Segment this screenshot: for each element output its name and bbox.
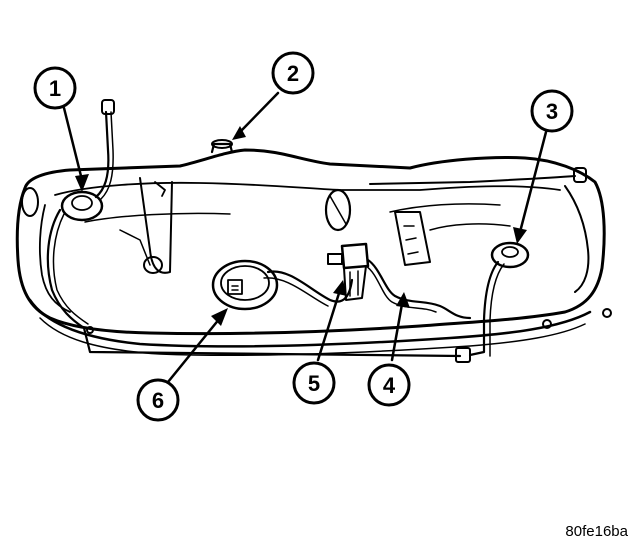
callout-3: 3	[530, 89, 574, 133]
svg-text:3: 3	[546, 99, 558, 124]
fuel-fill-fitting	[210, 142, 234, 154]
callout-1: 1	[33, 66, 77, 110]
arrowheads	[75, 126, 527, 326]
leader-arrows	[62, 91, 548, 384]
svg-text:5: 5	[308, 371, 320, 396]
tank-bottom-rim	[28, 298, 592, 348]
svg-text:2: 2	[287, 61, 299, 86]
fuel-line	[366, 258, 472, 320]
figure-id: 80fe16ba	[565, 523, 628, 540]
callout-6: 6	[136, 378, 180, 422]
callout-5: 5	[292, 361, 336, 405]
svg-text:6: 6	[152, 388, 164, 413]
svg-text:4: 4	[383, 373, 396, 398]
svg-text:1: 1	[49, 76, 61, 101]
vent-valve	[490, 241, 530, 269]
callout-4: 4	[367, 363, 411, 407]
electrical-connector	[340, 242, 370, 270]
tank-outline	[15, 148, 606, 336]
fuel-pump-module	[211, 259, 279, 311]
callout-2: 2	[271, 51, 315, 95]
